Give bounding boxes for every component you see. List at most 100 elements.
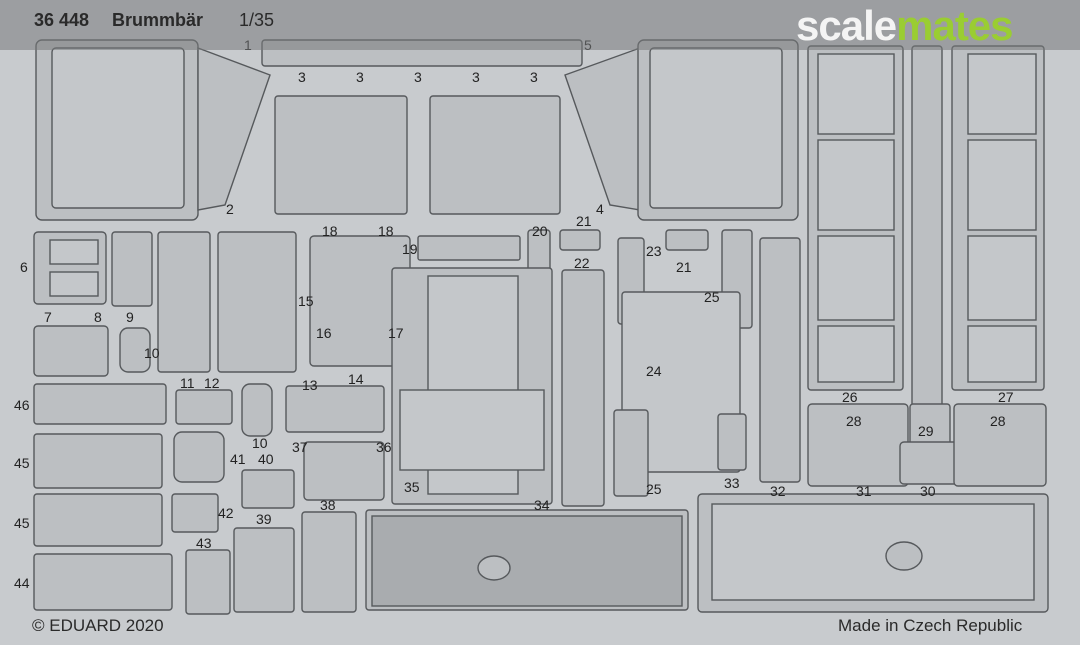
part-number-label: 32 [770,483,786,499]
part-number-label: 20 [532,223,548,239]
part-number-label: 25 [646,481,662,497]
part-9 [111,231,153,307]
part-45b [33,493,163,547]
part-22-strip [561,269,605,507]
part-number-label: 36 [376,439,392,455]
part-number-label: 15 [298,293,314,309]
part-number-label: 43 [196,535,212,551]
part-number-label: 35 [404,479,420,495]
set-name: Brummbär [112,10,204,30]
part-number-label: 31 [856,483,872,499]
part-number-label: 24 [646,363,662,379]
scalemates-logo: scalemates [796,2,1014,50]
part-38 [301,511,357,613]
tall-strip-center [911,45,943,423]
part-number-label: 14 [348,371,364,387]
part-21b [665,229,709,251]
part-45a [33,433,163,489]
part-41 [173,431,225,483]
part-number-label: 2 [226,201,234,217]
part-number-label: 12 [204,375,220,391]
part-21a [559,229,601,251]
part-number-label: 44 [14,575,30,591]
part-number-label: 3 [530,69,538,85]
panel-right-slope [564,47,641,211]
part-number-label: 27 [998,389,1014,405]
part-number-label: 34 [534,497,550,513]
part-39 [233,527,295,613]
part-number-label: 10 [252,435,268,451]
part-number-label: 38 [320,497,336,513]
part-number-label: 30 [920,483,936,499]
copyright-text: © EDUARD 2020 [32,616,164,635]
part-number-label: 28 [990,413,1006,429]
part-10-clip [119,327,151,373]
set-scale: 1/35 [239,10,275,30]
part-36-37 [303,441,385,501]
part-44 [33,553,173,611]
part-number-label: 7 [44,309,52,325]
part-13-14 [285,385,385,433]
part-number-label: 45 [14,455,30,471]
part-15-frame [217,231,297,373]
logo-part-mates: mates [896,2,1013,49]
origin-text: Made in Czech Republic [838,616,1023,635]
part-number-label: 41 [230,451,246,467]
part-number-label: 8 [94,309,102,325]
part-small-hinge [717,413,747,471]
logo-part-scale: scale [796,2,897,49]
part-number-label: 28 [846,413,862,429]
part-number-label: 16 [316,325,332,341]
part-number-label: 46 [14,397,30,413]
header-bar [0,0,1080,50]
part-11-12 [175,389,233,425]
part-number-label: 3 [298,69,306,85]
part-number-label: 29 [918,423,934,439]
set-code: 36 448 [34,10,90,30]
part-number-label: 3 [472,69,480,85]
part-number-label: 10 [144,345,160,361]
part-number-label: 13 [302,377,318,393]
part-number-label: 40 [258,451,274,467]
part-number-label: 39 [256,511,272,527]
part-number-label: 18 [322,223,338,239]
part-number-label: 23 [646,243,662,259]
part-number-label: 26 [842,389,858,405]
part-46 [33,383,167,425]
part-number-label: 4 [596,201,604,217]
part-number-label: 17 [388,325,404,341]
panel-center-1 [274,95,408,215]
part-32-strip [759,237,801,483]
part-number-label: 21 [676,259,692,275]
part-number-label: 11 [180,375,195,391]
part-number-label: 33 [724,475,740,491]
part-number-label: 9 [126,309,134,325]
part-number-label: 18 [378,223,394,239]
part-30 [899,441,959,485]
part-number-label: 21 [576,213,592,229]
part-19-strip [417,235,521,261]
part-number-label: 37 [292,439,308,455]
part-7-8 [33,325,109,377]
part-number-label: 19 [402,241,418,257]
panel-right-inner [649,47,783,209]
panel-left-inner [51,47,185,209]
part-43 [185,549,231,615]
part-number-label: 22 [574,255,590,271]
part-number-label: 42 [218,505,234,521]
panel-left-slope [197,46,271,211]
part-24-cross [621,291,741,473]
part-10b [241,383,273,437]
part-number-label: 25 [704,289,720,305]
part-40 [241,469,295,509]
part-25-chain-b [613,409,649,497]
part-vertical-frame [157,231,211,373]
panel-center-2 [429,95,561,215]
part-27-28 [953,403,1047,487]
part-number-label: 3 [414,69,422,85]
part-number-label: 3 [356,69,364,85]
part-number-label: 6 [20,259,28,275]
part-42 [171,493,219,533]
